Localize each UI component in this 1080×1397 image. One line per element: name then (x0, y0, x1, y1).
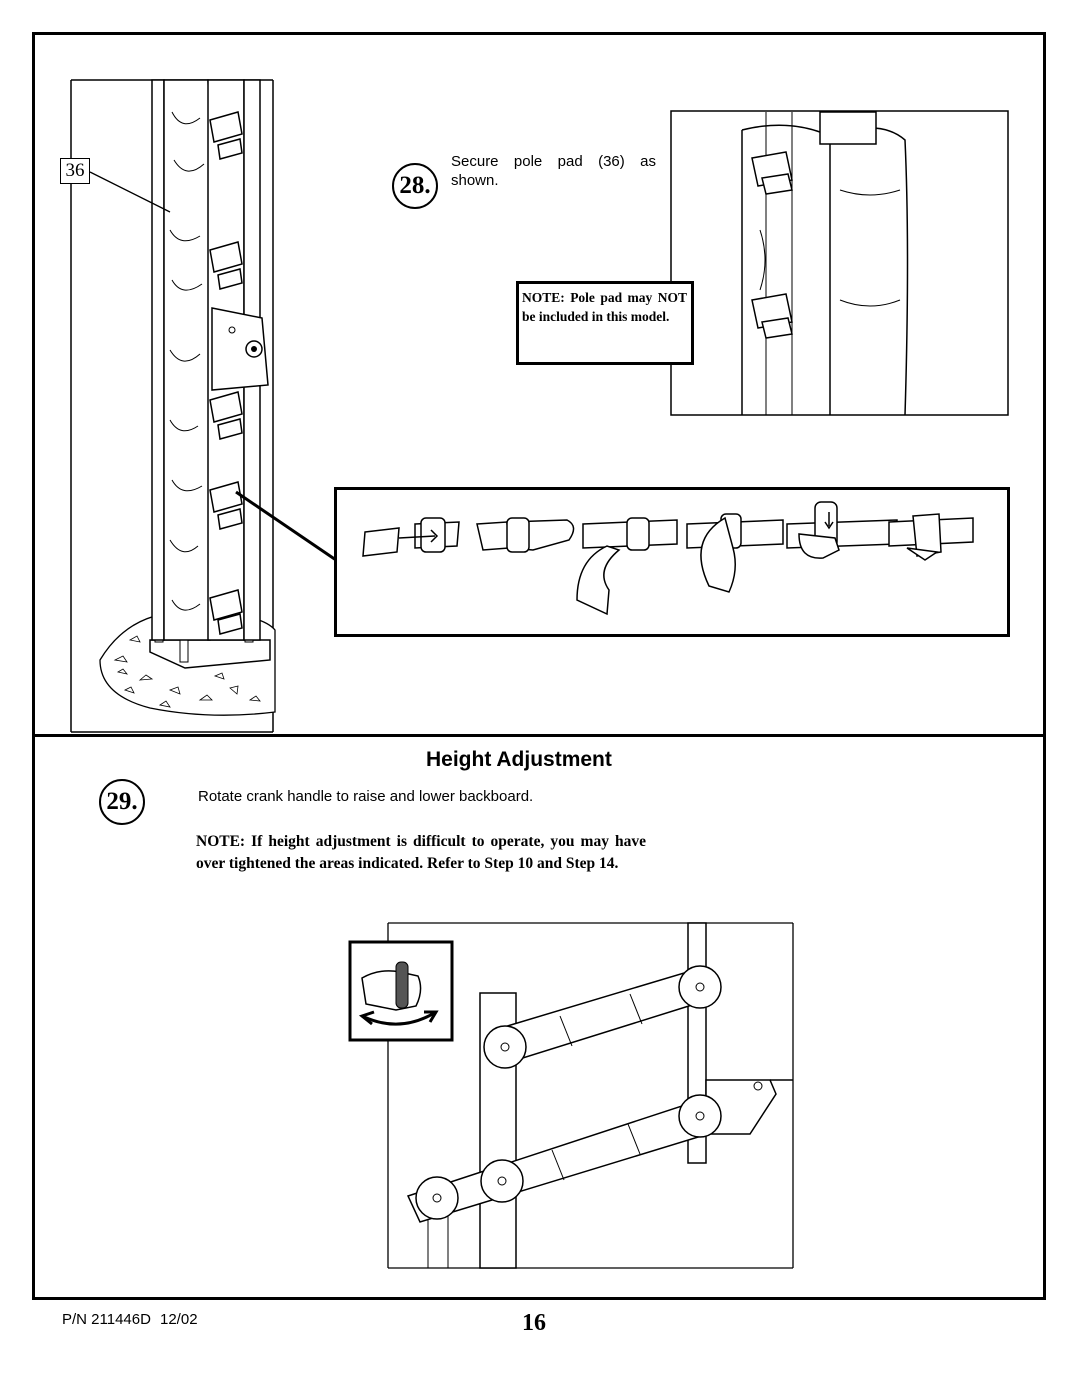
pole-pad-illustration (70, 79, 1009, 733)
section-divider (32, 734, 1046, 737)
part-callout-36: 36 (60, 158, 90, 184)
step-28-number: 28. (392, 163, 438, 209)
part-number: P/N 211446D (62, 1311, 151, 1328)
revision-date: 12/02 (160, 1311, 198, 1328)
step-29-instruction: Rotate crank handle to raise and lower b… (198, 788, 534, 805)
step-29-number: 29. (99, 779, 145, 825)
strap-detail-box (334, 487, 1010, 637)
page-frame (32, 32, 1046, 1300)
step-28-instruction: Secure pole pad (36) as shown. (451, 153, 656, 189)
strap-sequence-illustration (362, 501, 974, 616)
step-28-note: NOTE: Pole pad may NOT be included in th… (516, 281, 694, 365)
section-title: Height Adjustment (426, 748, 612, 771)
step-29-note: NOTE: If height adjustment is difficult … (196, 833, 646, 872)
height-adjustment-illustration (348, 922, 794, 1269)
page-number: 16 (522, 1310, 546, 1336)
